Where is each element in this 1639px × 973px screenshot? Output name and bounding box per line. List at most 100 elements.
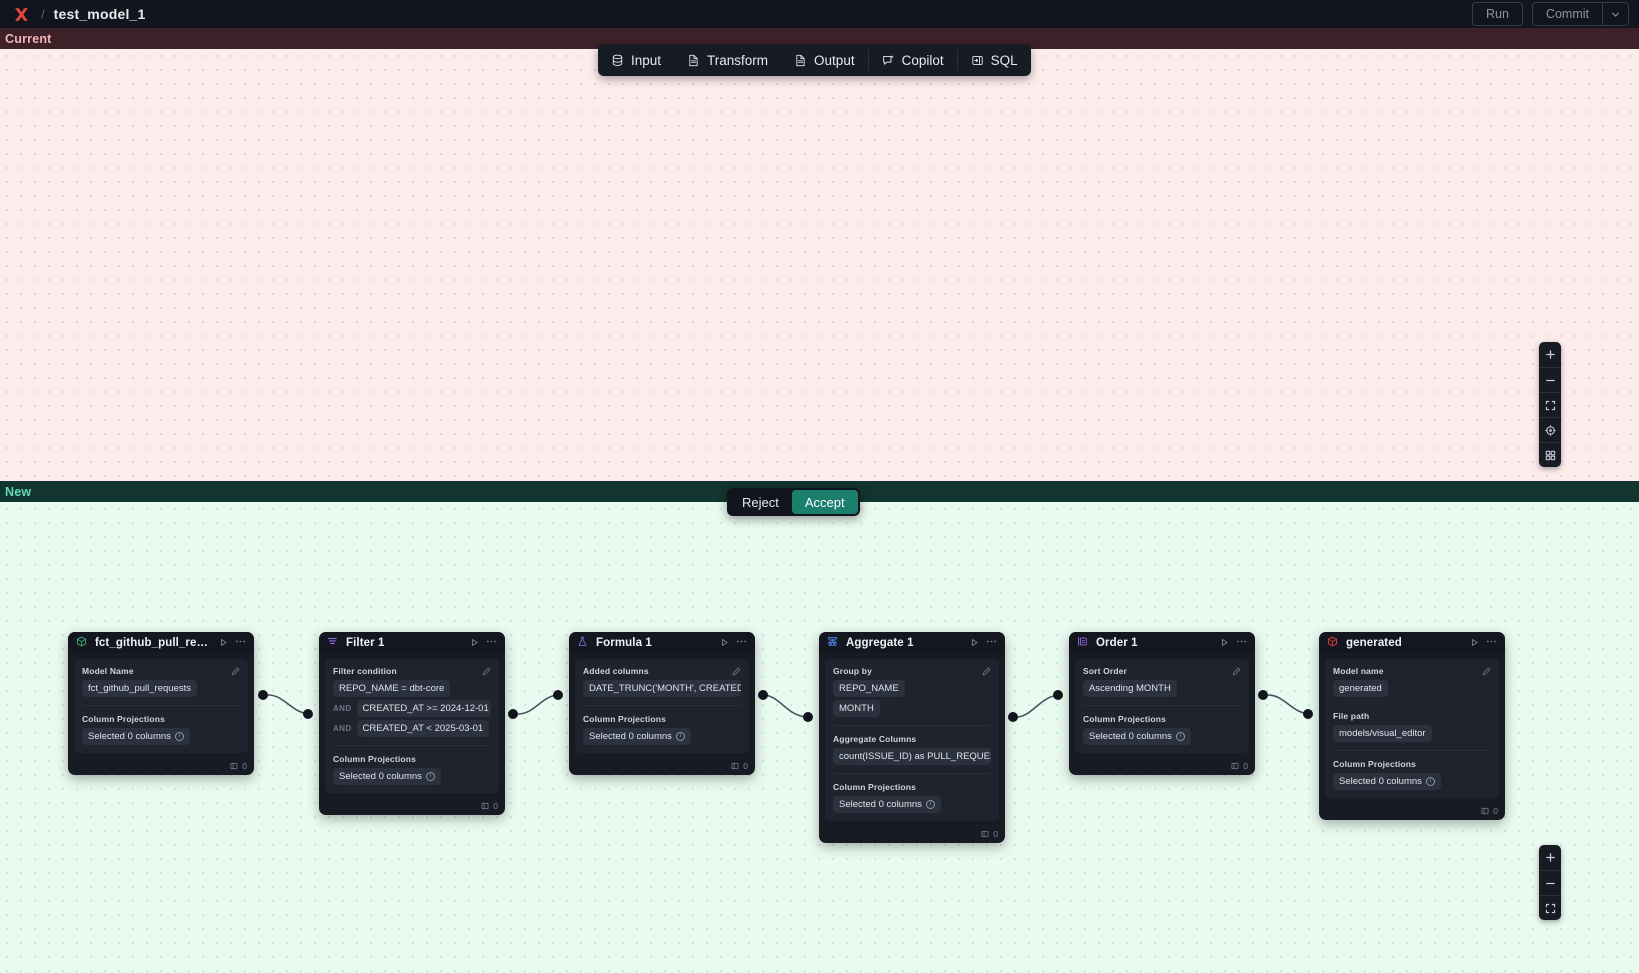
node-footer: 0 [569, 759, 755, 775]
port-out-aggregate1[interactable] [1008, 712, 1018, 722]
edit-pencil-icon[interactable] [732, 667, 741, 676]
added-columns-pill[interactable]: DATE_TRUNC('MONTH', CREATED_AT… [583, 680, 741, 697]
section-title: Sort Order [1083, 666, 1128, 676]
model-name-pill[interactable]: generated [1333, 680, 1388, 697]
info-icon[interactable]: i [174, 732, 184, 741]
aggregate-icon-blue [827, 634, 838, 652]
plus-icon[interactable] [1539, 342, 1561, 367]
info-icon[interactable]: i [675, 732, 685, 741]
column-projections-pill[interactable]: Selected 0 columns i [1333, 773, 1441, 790]
edit-pencil-icon[interactable] [1232, 667, 1241, 676]
reject-button[interactable]: Reject [742, 494, 779, 510]
column-projections-pill[interactable]: Selected 0 columns i [82, 728, 190, 745]
port-in-generated[interactable] [1303, 709, 1313, 719]
column-projections-pill[interactable]: Selected 0 columns i [1083, 728, 1191, 745]
group-by-pill[interactable]: REPO_NAME [833, 680, 905, 697]
play-icon[interactable] [219, 634, 228, 652]
column-projections-pill[interactable]: Selected 0 columns i [333, 768, 441, 785]
plus-icon[interactable] [1539, 845, 1561, 870]
ellipsis-icon[interactable] [1236, 634, 1247, 652]
port-in-filter1[interactable] [303, 709, 313, 719]
port-out-filter1[interactable] [508, 709, 518, 719]
fit-screen-icon[interactable] [1539, 895, 1561, 920]
node-fct-github-pull-requests[interactable]: fct_github_pull_requests Model Name [68, 632, 254, 775]
tab-copilot[interactable]: Copilot [869, 44, 957, 76]
node-aggregate-1[interactable]: Aggregate 1 Group by [819, 632, 1005, 843]
play-icon[interactable] [1220, 634, 1229, 652]
node-generated[interactable]: generated Model name [1319, 632, 1505, 820]
section-label: Column Projections [583, 705, 741, 724]
port-out-source[interactable] [258, 690, 268, 700]
commit-button[interactable]: Commit [1545, 7, 1589, 21]
aggregate-columns-pill[interactable]: count(ISSUE_ID) as PULL_REQUEST_… [833, 748, 991, 765]
port-out-formula1[interactable] [758, 690, 768, 700]
port-in-formula1[interactable] [553, 690, 563, 700]
accept-button[interactable]: Accept [791, 490, 858, 514]
ellipsis-icon[interactable] [235, 634, 246, 652]
rows-icon [1481, 807, 1489, 815]
edit-pencil-icon[interactable] [482, 667, 491, 676]
chat-sparkle-icon [882, 54, 895, 67]
sql-panel-icon [971, 54, 984, 67]
filter-condition-pill[interactable]: CREATED_AT < 2025-03-01 [356, 720, 490, 737]
node-footer: 0 [68, 759, 254, 775]
group-by-pill[interactable]: MONTH [833, 700, 880, 717]
play-icon[interactable] [720, 634, 729, 652]
info-icon[interactable]: i [1175, 732, 1185, 741]
x-logo-icon[interactable] [10, 3, 32, 25]
tab-output[interactable]: Output [781, 44, 868, 76]
section-label: Column Projections [833, 773, 991, 792]
node-formula-1[interactable]: Formula 1 Added columns [569, 632, 755, 775]
node-header-actions [219, 634, 246, 652]
zoom-controls-new [1539, 845, 1561, 920]
filter-condition-pill[interactable]: CREATED_AT >= 2024-12-01 [356, 700, 491, 717]
ellipsis-icon[interactable] [486, 634, 497, 652]
sort-order-pill[interactable]: Ascending MONTH [1083, 680, 1177, 697]
tab-sql-label: SQL [990, 52, 1018, 68]
minus-icon[interactable] [1539, 870, 1561, 895]
edit-pencil-icon[interactable] [231, 667, 240, 676]
chevron-down-icon[interactable] [1602, 3, 1628, 25]
minus-icon[interactable] [1539, 367, 1561, 392]
info-icon[interactable]: i [425, 772, 435, 781]
play-icon[interactable] [970, 634, 979, 652]
play-icon[interactable] [470, 634, 479, 652]
filter-condition-pill[interactable]: REPO_NAME = dbt-core [333, 680, 451, 697]
section-title: Column Projections [583, 714, 666, 724]
target-lock-icon[interactable] [1539, 417, 1561, 442]
ellipsis-icon[interactable] [1486, 634, 1497, 652]
column-projections-pill[interactable]: Selected 0 columns i [833, 796, 941, 813]
tab-transform[interactable]: Transform [674, 44, 781, 76]
node-filter-1[interactable]: Filter 1 Filter condition [319, 632, 505, 815]
section-title: Added columns [583, 666, 649, 676]
conjunction-label: AND [333, 724, 352, 733]
info-icon[interactable]: i [1425, 777, 1435, 786]
port-in-aggregate1[interactable] [803, 712, 813, 722]
edit-pencil-icon[interactable] [982, 667, 991, 676]
tab-input[interactable]: Input [598, 44, 674, 76]
file-path-pill[interactable]: models/visual_editor [1333, 725, 1432, 742]
port-in-order1[interactable] [1053, 690, 1063, 700]
node-header: Aggregate 1 [819, 632, 1005, 653]
info-icon[interactable]: i [925, 800, 935, 809]
run-button[interactable]: Run [1472, 2, 1523, 26]
rows-icon [981, 830, 989, 838]
ellipsis-icon[interactable] [986, 634, 997, 652]
value-pill[interactable]: fct_github_pull_requests [82, 680, 197, 697]
canvas-new[interactable]: fct_github_pull_requests Model Name [0, 502, 1639, 973]
column-projections-pill[interactable]: Selected 0 columns i [583, 728, 691, 745]
ellipsis-icon[interactable] [736, 634, 747, 652]
value-row: models/visual_editor [1333, 725, 1491, 742]
port-out-order1[interactable] [1258, 690, 1268, 700]
node-order-1[interactable]: Order 1 Sort Order [1069, 632, 1255, 775]
play-icon[interactable] [1470, 634, 1479, 652]
canvas-current[interactable] [0, 49, 1639, 481]
fit-screen-icon[interactable] [1539, 392, 1561, 417]
grid-icon[interactable] [1539, 442, 1561, 467]
section-label: Added columns [583, 666, 741, 676]
section-title: Group by [833, 666, 872, 676]
value-row: Selected 0 columns i [583, 728, 741, 745]
edit-pencil-icon[interactable] [1482, 667, 1491, 676]
tab-sql[interactable]: SQL [958, 44, 1031, 76]
